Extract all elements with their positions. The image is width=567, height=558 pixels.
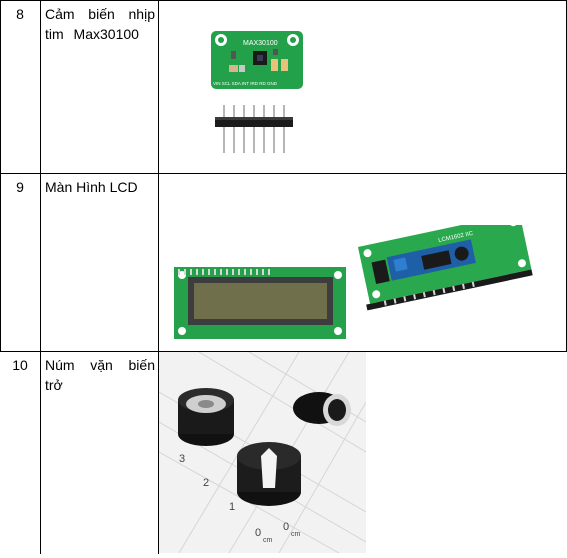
sensor-pin-labels: VIN SCL SDA INT IRD RD GND — [213, 81, 278, 86]
lcd-1602-display-icon: LCM1602 IIC — [172, 212, 562, 347]
row-number: 8 — [16, 6, 24, 22]
row-divider — [0, 173, 567, 174]
component-name: Núm vặn biến trở — [45, 357, 155, 393]
potentiometer-knob-icon: 3 2 1 0 cm 0 cm — [158, 351, 367, 554]
svg-text:cm: cm — [263, 537, 273, 544]
max30100-sensor-board-icon: MAX30100 VIN SCL SDA INT IRD RD GND — [205, 25, 310, 160]
column-divider — [158, 0, 159, 554]
svg-text:cm: cm — [291, 531, 301, 538]
table-border-left — [0, 0, 1, 351]
svg-text:0: 0 — [255, 527, 261, 539]
table-border-top — [0, 0, 567, 1]
ruler-marks: 3 2 1 0 cm 0 cm — [179, 453, 301, 544]
svg-text:0: 0 — [283, 521, 289, 533]
column-divider — [40, 0, 41, 554]
svg-text:2: 2 — [203, 477, 209, 489]
svg-text:3: 3 — [179, 453, 185, 465]
svg-text:1: 1 — [229, 501, 235, 513]
row-divider — [0, 351, 567, 352]
row-number: 10 — [12, 357, 28, 373]
component-name: Cảm biến nhịp tim Max30100 — [45, 6, 155, 42]
component-name: Màn Hình LCD — [45, 179, 138, 195]
sensor-chip-label: MAX30100 — [243, 40, 278, 47]
row-number: 9 — [16, 179, 24, 195]
